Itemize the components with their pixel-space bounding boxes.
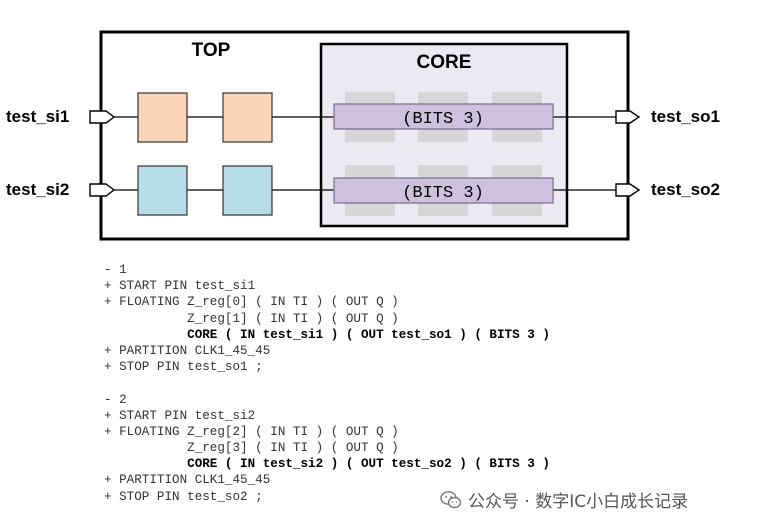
code-line xyxy=(104,375,550,391)
code-line: Z_reg[1] ( IN TI ) ( OUT Q ) xyxy=(104,311,399,326)
input-pin-label-1: test_si1 xyxy=(6,107,69,126)
bits-bar-1 xyxy=(333,103,554,130)
scan-chain-diagram: TOP CORE (BITS 3) (BITS 3) test_si1 test… xyxy=(6,30,720,241)
code-line: + START PIN test_si1 xyxy=(104,279,256,294)
flop-z-reg-0 xyxy=(137,92,188,143)
code-line: CORE ( IN test_si1 ) ( OUT test_so1 ) ( … xyxy=(104,327,550,342)
input-pin-label-2: test_si2 xyxy=(6,180,69,199)
watermark: 公众号 · 数字IC小白成长记录 xyxy=(440,487,688,512)
core-cells xyxy=(345,92,542,216)
code-line: + PARTITION CLK1_45_45 xyxy=(104,343,271,358)
flop-z-reg-2 xyxy=(137,165,188,216)
input-port-2-icon xyxy=(89,183,116,197)
core-cell-top xyxy=(492,165,542,178)
output-pin-label-2: test_so2 xyxy=(651,180,720,199)
core-cell-bottom xyxy=(345,129,395,142)
code-line: + FLOATING Z_reg[2] ( IN TI ) ( OUT Q ) xyxy=(104,424,399,439)
code-line: Z_reg[3] ( IN TI ) ( OUT Q ) xyxy=(104,441,399,456)
output-port-1-icon xyxy=(615,110,641,124)
scan-def-code-block: - 1+ START PIN test_si1+ FLOATING Z_reg[… xyxy=(104,262,550,505)
code-line: - 1 xyxy=(104,263,127,277)
code-line: - 2 xyxy=(104,392,127,407)
core-cell-top xyxy=(345,92,395,104)
output-pin-label-1: test_so1 xyxy=(651,107,720,126)
code-line: + STOP PIN test_so2 ; xyxy=(104,489,263,504)
core-cell-bottom xyxy=(418,129,468,142)
core-cell-bottom xyxy=(492,129,542,142)
bits-bar-2 xyxy=(333,177,554,204)
flop-z-reg-1 xyxy=(222,92,273,143)
code-line: CORE ( IN test_si2 ) ( OUT test_so2 ) ( … xyxy=(104,457,550,472)
input-port-1-icon xyxy=(89,110,116,124)
core-cell-top xyxy=(345,165,395,178)
core-cell-top xyxy=(418,92,468,104)
core-label: CORE xyxy=(417,52,472,73)
watermark-text: 公众号 · 数字IC小白成长记录 xyxy=(468,492,689,512)
flop-z-reg-3 xyxy=(222,165,273,216)
bits-label-2: (BITS 3) xyxy=(402,184,484,203)
core-cell-top xyxy=(492,92,542,104)
core-cell-bottom xyxy=(345,203,395,216)
code-line: + START PIN test_si2 xyxy=(104,408,256,423)
output-port-2-icon xyxy=(615,183,641,197)
wechat-icon xyxy=(440,490,462,508)
top-label: TOP xyxy=(192,40,231,61)
code-line: + STOP PIN test_so1 ; xyxy=(104,360,263,375)
core-cell-bottom xyxy=(492,203,542,216)
core-cell-top xyxy=(418,165,468,178)
code-line: + PARTITION CLK1_45_45 xyxy=(104,473,271,488)
core-cell-bottom xyxy=(418,203,468,216)
code-line: + FLOATING Z_reg[0] ( IN TI ) ( OUT Q ) xyxy=(104,295,399,310)
bits-label-1: (BITS 3) xyxy=(402,110,484,129)
